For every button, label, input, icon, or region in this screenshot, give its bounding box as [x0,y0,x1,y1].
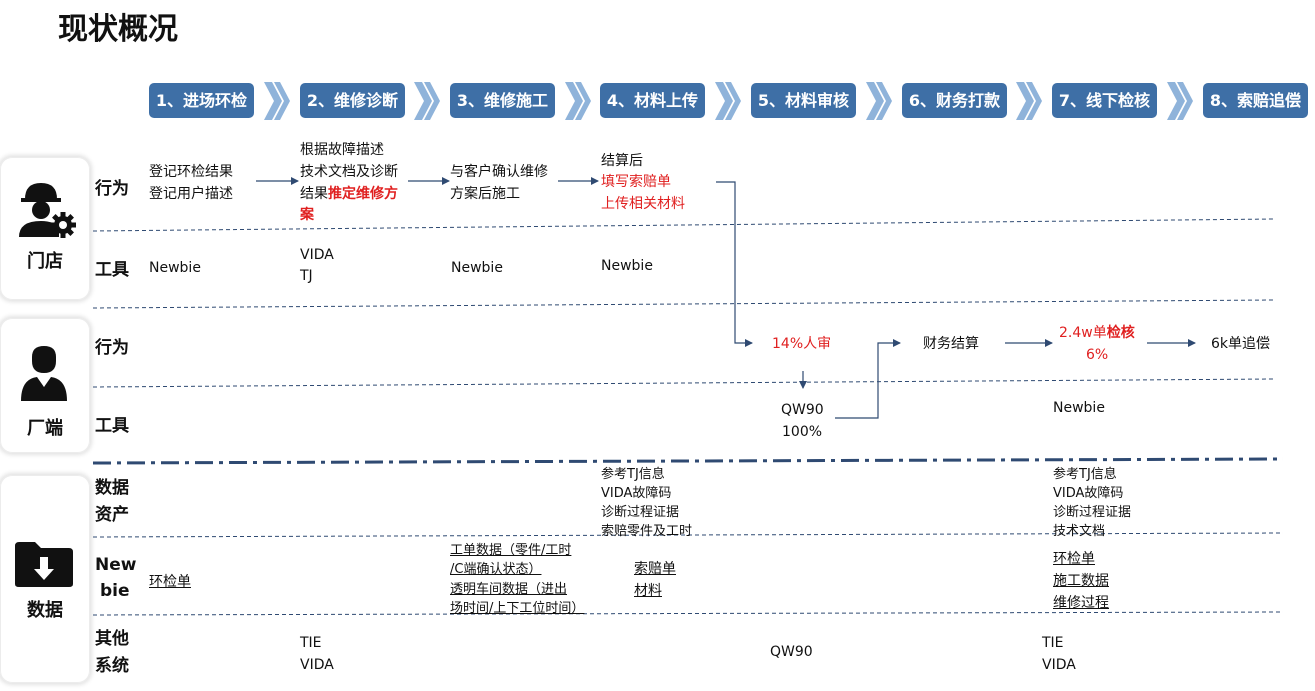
chevron-right-icon [1167,82,1193,120]
store-behavior-step2-line2: 技术文档及诊断 [300,164,398,180]
newbie-step1-inspection-form[interactable]: 环检单 [149,574,191,590]
row-label-factory-behavior: 行为 [95,338,129,358]
factory-tool-step5-line2: 100% [782,424,823,440]
newbie-step3-item[interactable]: /C端确认状态） [450,562,542,577]
store-tool-step1: Newbie [149,260,201,276]
newbie-step3-item[interactable]: 场时间/上下工位时间） [450,601,585,616]
step-2[interactable]: 2、维修诊断 [300,83,405,118]
section-factory [0,318,90,453]
store-behavior-step1-line1: 登记环检结果 [149,164,233,180]
worker-gear-icon [19,183,76,238]
chevron-right-icon [414,82,440,120]
chevron-right-icon [565,82,591,120]
newbie-step4-claim-form[interactable]: 索赔单 [634,561,676,577]
data-asset-step4-item: 索赔零件及工时 [601,524,693,539]
other-system-step7-item: TIE [1042,635,1064,651]
step-5[interactable]: 5、材料审核 [751,83,856,118]
factory-behavior-step7-line2: 6% [1086,347,1109,363]
section-label-store: 门店 [27,251,63,272]
data-asset-step4-item: VIDA故障码 [601,486,672,501]
step-8[interactable]: 8、索赔追偿 [1203,83,1308,118]
factory-behavior-step6: 财务结算 [923,336,979,352]
newbie-step4-materials[interactable]: 材料 [634,583,662,599]
chevron-right-icon [866,82,892,120]
chevron-right-icon [264,82,290,120]
download-folder-icon [15,542,73,587]
step-6[interactable]: 6、财务打款 [902,83,1007,118]
row-label-other-1: 其他 [95,629,129,649]
store-behavior-step2-line3a: 结果 [300,186,328,202]
data-asset-step7-item: 技术文档 [1053,524,1106,539]
store-behavior-step2-line3: 结果推定维修方 [300,184,398,205]
data-asset-step7-item: VIDA故障码 [1053,486,1124,501]
store-tool-step4: Newbie [601,258,653,274]
chevron-right-icon [715,82,741,120]
store-tool-step3: Newbie [451,260,503,276]
row-label-other-2: 系统 [95,656,129,676]
row-label-store-tool: 工具 [95,260,129,280]
chevron-right-icon [1016,82,1042,120]
other-system-step2-item: TIE [300,635,322,651]
store-behavior-step2-line4: 案 [300,207,314,223]
store-behavior-step4-line1: 结算后 [601,153,643,169]
factory-behavior-step5: 14%人审 [772,336,832,352]
factory-behavior-step8: 6k单追偿 [1211,336,1271,352]
factory-tool-step5-line1: QW90 [781,402,824,418]
factory-behavior-step7-count: 2.4w单 [1059,325,1107,341]
data-asset-step4-item: 诊断过程证据 [601,505,680,520]
step-7[interactable]: 7、线下检核 [1052,83,1157,118]
store-behavior-step1-line2: 登记用户描述 [149,186,233,202]
newbie-step7-item[interactable]: 施工数据 [1053,573,1109,589]
newbie-step3-item[interactable]: 工单数据（零件/工时 [450,543,572,558]
store-behavior-step2-line3b: 推定维修方 [328,186,398,202]
section-label-factory: 厂端 [27,418,63,439]
step-3[interactable]: 3、维修施工 [450,83,555,118]
page-title: 现状概况 [58,12,178,47]
store-behavior-step3-line1: 与客户确认维修 [450,164,548,180]
row-label-data-assets-2: 资产 [95,505,129,525]
newbie-step7-item[interactable]: 维修过程 [1053,595,1109,611]
store-tool-step2-line1: VIDA [300,247,334,263]
store-behavior-step3-line2: 方案后施工 [450,186,520,202]
person-icon [21,346,67,401]
other-system-step5: QW90 [770,644,813,660]
row-label-newbie-1: New [95,555,137,575]
data-asset-step7-item: 参考TJ信息 [1053,467,1117,482]
factory-behavior-step7-line1: 2.4w单检核 [1059,323,1135,344]
newbie-step3-item[interactable]: 透明车间数据（进出 [450,582,568,597]
data-asset-step4-item: 参考TJ信息 [601,467,665,482]
newbie-step7-item[interactable]: 环检单 [1053,551,1095,567]
store-behavior-step4-line3: 上传相关材料 [601,196,685,212]
store-behavior-step4-line2: 填写索赔单 [601,174,671,190]
section-label-data: 数据 [27,600,63,621]
data-asset-step7-item: 诊断过程证据 [1053,505,1132,520]
other-system-step2-item: VIDA [300,657,334,673]
store-tool-step2-line2: TJ [300,268,313,284]
row-label-factory-tool: 工具 [95,416,129,436]
step-4[interactable]: 4、材料上传 [600,83,705,118]
other-system-step7-item: VIDA [1042,657,1076,673]
step-1[interactable]: 1、进场环检 [149,83,254,118]
row-label-data-assets-1: 数据 [95,478,129,498]
factory-behavior-step7-check: 检核 [1106,325,1135,341]
factory-tool-step7: Newbie [1053,400,1105,416]
row-label-newbie-2: bie [100,581,130,601]
row-label-store-behavior: 行为 [95,179,129,199]
store-behavior-step2-line1: 根据故障描述 [300,142,384,158]
